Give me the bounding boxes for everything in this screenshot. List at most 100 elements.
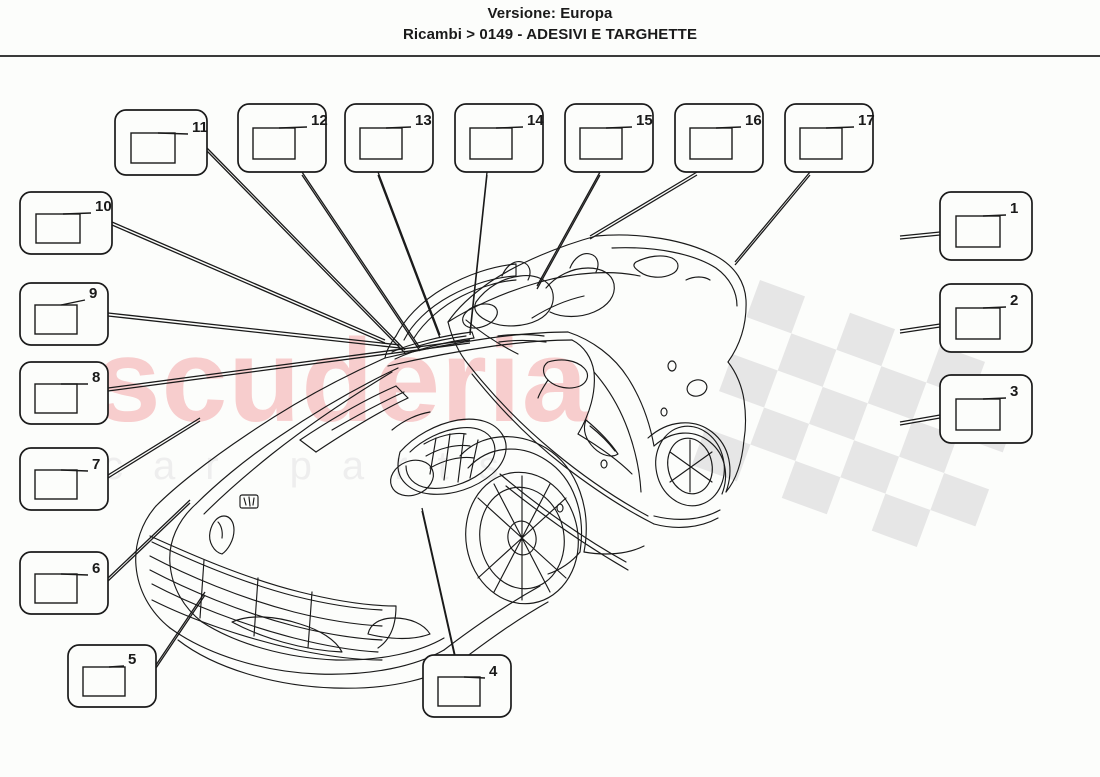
callout-leader-line	[107, 420, 201, 479]
callout-number: 15	[636, 112, 653, 129]
callout-leader-line	[899, 231, 941, 237]
callout-4[interactable]: 4	[421, 507, 512, 718]
callout-box[interactable]	[114, 109, 208, 176]
callout-box[interactable]	[19, 191, 113, 255]
header-divider	[0, 55, 1100, 57]
callout-leader-line	[734, 174, 811, 266]
callout-thumbnail	[82, 666, 126, 697]
callout-number-pointer	[825, 126, 855, 129]
callout-number-pointer	[60, 573, 89, 576]
callout-leader-line	[107, 417, 201, 476]
callout-thumbnail	[955, 398, 1001, 431]
callout-box[interactable]	[939, 191, 1033, 261]
callout-number-pointer	[62, 212, 92, 215]
callout-leader-line	[155, 591, 206, 666]
callout-box[interactable]	[454, 103, 544, 173]
callout-leader-line	[107, 502, 191, 582]
callout-6[interactable]: 6	[19, 499, 191, 615]
callout-number-pointer	[715, 126, 742, 129]
callout-leader-line	[536, 171, 601, 287]
callout-number: 10	[95, 198, 112, 215]
callout-number-pointer	[385, 126, 412, 129]
callout-number: 13	[415, 112, 432, 129]
callout-number-pointer	[108, 665, 125, 668]
callout-leader-line	[421, 510, 456, 659]
callout-11[interactable]: 11	[114, 109, 406, 354]
callout-number-pointer	[605, 126, 633, 129]
callout-leader-line	[469, 174, 488, 336]
callout-box[interactable]	[19, 551, 109, 615]
callout-10[interactable]: 10	[19, 191, 386, 344]
callout-2[interactable]: 2	[899, 283, 1033, 353]
callout-leader-line	[107, 339, 471, 389]
callout-thumbnail	[955, 307, 1001, 340]
callout-3[interactable]: 3	[899, 374, 1033, 444]
callout-13[interactable]: 13	[344, 103, 441, 339]
callout-leader-line	[377, 171, 441, 336]
callout-leader-line	[421, 507, 456, 656]
callout-1[interactable]: 1	[899, 191, 1033, 261]
callout-number-pointer	[982, 306, 1007, 309]
callout-number: 9	[89, 285, 97, 302]
callout-leader-line	[111, 224, 386, 344]
callout-number: 1	[1010, 200, 1018, 217]
callout-thumbnail	[579, 127, 623, 160]
callout-leader-line	[107, 312, 401, 346]
callout-leader-line	[899, 326, 941, 334]
callout-number-pointer	[157, 132, 189, 135]
callout-15[interactable]: 15	[536, 103, 654, 290]
callout-box[interactable]	[564, 103, 654, 173]
callout-7[interactable]: 7	[19, 417, 201, 511]
callout-9[interactable]: 9	[19, 282, 401, 349]
callout-leader-line	[377, 174, 441, 339]
callout-box[interactable]	[67, 644, 157, 708]
callout-box[interactable]	[19, 282, 109, 346]
callout-12[interactable]: 12	[237, 103, 421, 352]
callout-box[interactable]	[19, 361, 109, 425]
callout-box[interactable]	[19, 447, 109, 511]
callout-number-pointer	[495, 126, 524, 129]
callout-leader-line	[301, 174, 421, 352]
callout-5[interactable]: 5	[67, 591, 206, 708]
breadcrumb: Ricambi > 0149 - ADESIVI E TARGHETTE	[402, 26, 698, 43]
callout-leader-line	[301, 171, 421, 349]
callout-box[interactable]	[939, 374, 1033, 444]
callout-leader-line	[155, 594, 206, 669]
callout-leader-line	[899, 414, 941, 423]
callout-17[interactable]: 17	[734, 103, 875, 266]
callout-number: 4	[489, 663, 498, 680]
callout-14[interactable]: 14	[454, 103, 544, 336]
callout-leader-line	[899, 417, 941, 426]
callout-16[interactable]: 16	[589, 103, 764, 240]
callout-leader-line	[111, 221, 386, 341]
callout-thumbnail	[34, 304, 78, 335]
callout-thumbnail	[469, 127, 513, 160]
callout-leader-line	[589, 171, 698, 237]
callout-number-pointer	[60, 469, 89, 472]
callout-leader-line	[107, 315, 401, 349]
version-label: Versione: Europa	[487, 5, 613, 22]
callout-number-pointer	[60, 299, 86, 306]
callout-box[interactable]	[237, 103, 327, 173]
callout-box[interactable]	[784, 103, 874, 173]
callout-8[interactable]: 8	[19, 339, 471, 425]
callout-number-pointer	[463, 676, 486, 679]
callout-box[interactable]	[422, 654, 512, 718]
callout-thumbnail	[955, 215, 1001, 248]
callout-leader-line	[536, 174, 601, 290]
callout-number-pointer	[982, 397, 1007, 400]
callout-number-pointer	[278, 126, 308, 129]
callout-leader-line	[206, 147, 406, 351]
callout-thumbnail	[34, 469, 78, 500]
callout-thumbnail	[437, 676, 481, 707]
callout-leader-line	[107, 499, 191, 579]
callout-box[interactable]	[344, 103, 434, 173]
callout-box[interactable]	[674, 103, 764, 173]
callout-box[interactable]	[939, 283, 1033, 353]
callout-thumbnail	[799, 127, 843, 160]
callout-number: 11	[192, 119, 208, 136]
callout-number: 2	[1010, 292, 1018, 309]
callout-thumbnail	[130, 132, 176, 164]
